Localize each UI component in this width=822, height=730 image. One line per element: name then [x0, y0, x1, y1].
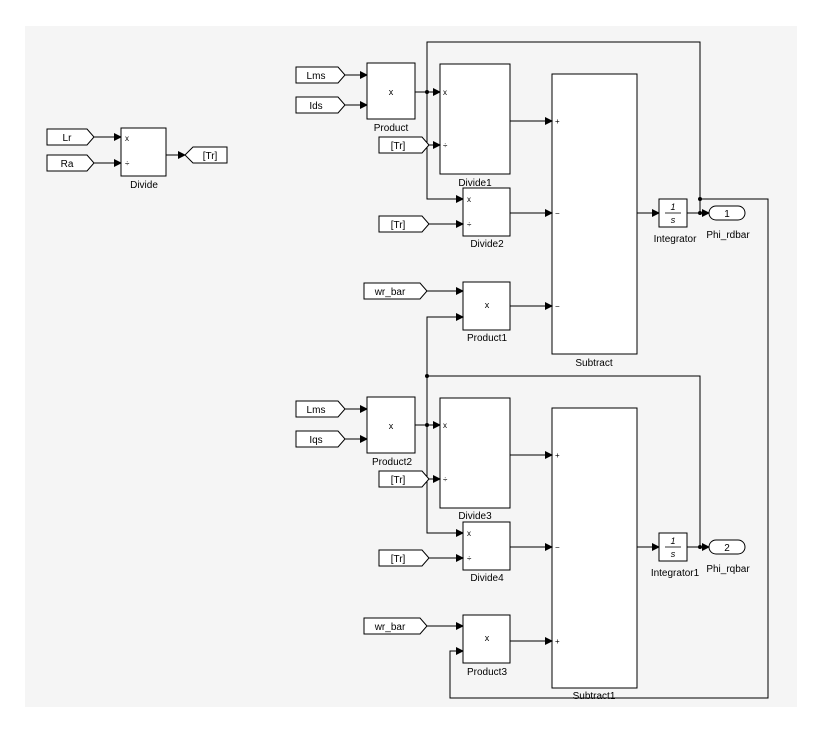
integrator-block[interactable]: 1 s	[658, 198, 688, 228]
from-tag-iqs[interactable]: Iqs	[295, 430, 346, 448]
from-tag-tr-2[interactable]: [Tr]	[378, 215, 430, 233]
product1-label: Product1	[467, 333, 507, 344]
outport-phi-rqbar[interactable]: 2	[708, 539, 746, 555]
goto-tag-tr[interactable]: [Tr]	[184, 146, 228, 164]
divide2-block[interactable]: x ÷	[462, 187, 511, 237]
svg-text:[Tr]: [Tr]	[391, 554, 406, 565]
svg-text:1: 1	[670, 536, 675, 546]
from-tag-wr-bar-1[interactable]: wr_bar	[363, 282, 428, 300]
svg-text:2: 2	[724, 543, 730, 554]
product3-label: Product3	[467, 667, 507, 678]
svg-text:−: −	[555, 543, 560, 552]
svg-text:Ra: Ra	[61, 159, 74, 170]
svg-text:÷: ÷	[467, 554, 472, 563]
product-label: Product	[374, 123, 409, 134]
svg-text:x: x	[467, 195, 471, 204]
divide4-label: Divide4	[470, 573, 504, 584]
svg-text:[Tr]: [Tr]	[203, 151, 218, 162]
svg-text:x: x	[389, 421, 394, 431]
divide-label: Divide	[130, 180, 158, 191]
from-tag-tr-1[interactable]: [Tr]	[378, 136, 430, 154]
subtract1-label: Subtract1	[573, 691, 616, 702]
svg-text:x: x	[467, 529, 471, 538]
divide1-block[interactable]: x ÷	[439, 63, 511, 175]
divide-block[interactable]: x ÷	[120, 127, 167, 177]
svg-text:x: x	[485, 300, 490, 310]
svg-text:wr_bar: wr_bar	[374, 622, 406, 633]
from-tag-tr-4[interactable]: [Tr]	[378, 549, 430, 567]
from-tag-tr-3[interactable]: [Tr]	[378, 470, 430, 488]
outport-phi-rqbar-label: Phi_rqbar	[706, 564, 750, 575]
svg-text:[Tr]: [Tr]	[391, 220, 406, 231]
from-tag-ids[interactable]: Ids	[295, 96, 346, 114]
from-tag-lms-bottom[interactable]: Lms	[295, 400, 346, 418]
from-tag-ra[interactable]: Ra	[46, 154, 95, 172]
product1-block[interactable]: x	[462, 281, 511, 331]
svg-text:Ids: Ids	[309, 101, 322, 112]
svg-text:−: −	[555, 302, 560, 311]
product2-label: Product2	[372, 457, 412, 468]
svg-text:−: −	[555, 209, 560, 218]
divide3-block[interactable]: x ÷	[439, 397, 511, 509]
product3-block[interactable]: x	[462, 614, 511, 664]
svg-text:s: s	[671, 549, 676, 559]
outport-phi-rdbar-label: Phi_rdbar	[706, 230, 750, 241]
svg-text:1: 1	[670, 202, 675, 212]
svg-text:[Tr]: [Tr]	[391, 475, 406, 486]
outport-phi-rdbar[interactable]: 1	[708, 205, 746, 221]
divide1-label: Divide1	[458, 178, 492, 189]
product2-block[interactable]: x	[366, 396, 416, 454]
divide4-block[interactable]: x ÷	[462, 521, 511, 571]
svg-text:wr_bar: wr_bar	[374, 287, 406, 298]
divide3-label: Divide3	[458, 511, 492, 522]
svg-text:+: +	[555, 637, 560, 646]
svg-text:Lms: Lms	[307, 71, 326, 82]
integrator1-block[interactable]: 1 s	[658, 532, 688, 562]
svg-text:÷: ÷	[125, 159, 130, 168]
svg-text:÷: ÷	[467, 220, 472, 229]
from-tag-lr[interactable]: Lr	[46, 128, 95, 146]
from-tag-lms-top[interactable]: Lms	[295, 66, 346, 84]
svg-text:Lr: Lr	[63, 133, 73, 144]
svg-text:[Tr]: [Tr]	[391, 141, 406, 152]
svg-text:x: x	[443, 88, 447, 97]
svg-text:Iqs: Iqs	[309, 435, 322, 446]
subtract-label: Subtract	[575, 358, 612, 369]
svg-text:s: s	[671, 215, 676, 225]
product-block[interactable]: x	[366, 62, 416, 120]
integrator1-label: Integrator1	[651, 568, 700, 579]
subtract1-block[interactable]: + − +	[551, 407, 638, 689]
svg-text:÷: ÷	[443, 475, 448, 484]
svg-text:x: x	[443, 421, 447, 430]
svg-text:x: x	[389, 87, 394, 97]
svg-text:Lms: Lms	[307, 405, 326, 416]
svg-text:+: +	[555, 117, 560, 126]
svg-text:1: 1	[724, 209, 730, 220]
divide2-label: Divide2	[470, 239, 504, 250]
from-tag-wr-bar-2[interactable]: wr_bar	[363, 617, 428, 635]
svg-text:x: x	[125, 134, 129, 143]
integrator-label: Integrator	[654, 234, 697, 245]
svg-text:+: +	[555, 451, 560, 460]
svg-text:÷: ÷	[443, 141, 448, 150]
subtract-block[interactable]: + − −	[551, 73, 638, 355]
svg-text:x: x	[485, 633, 490, 643]
